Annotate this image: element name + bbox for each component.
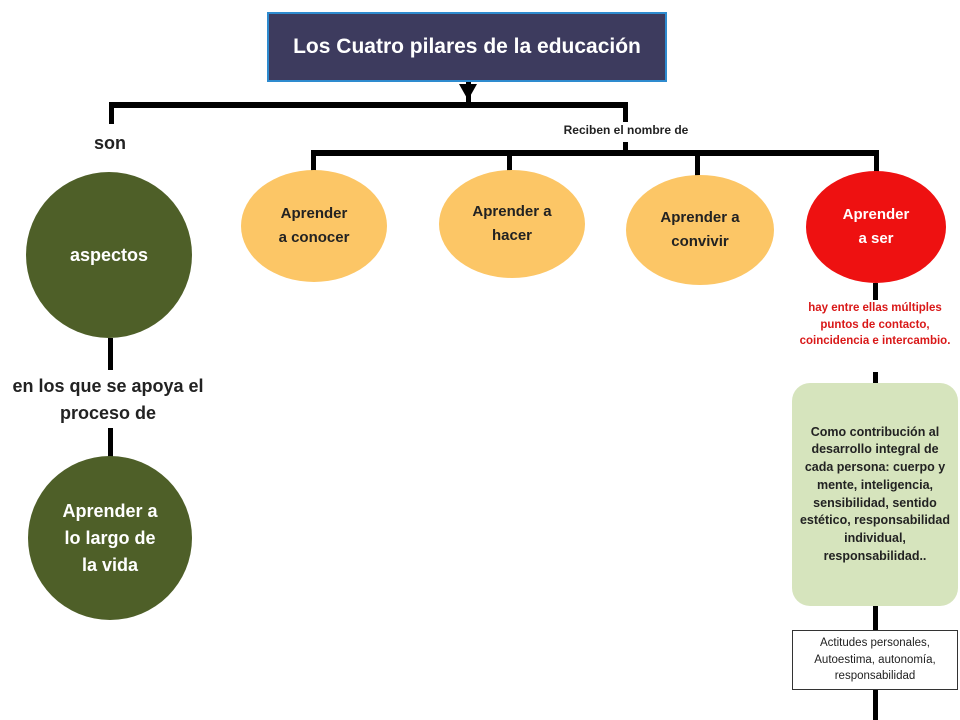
ser-note: hay entre ellas múltiples puntos de cont…: [799, 302, 951, 348]
left-drop-line: [109, 102, 114, 124]
right-drop-line: [623, 102, 628, 122]
left-mid-line: [108, 338, 113, 370]
pillar-text: Aprender a conocer: [278, 205, 350, 246]
pillar-aprender-hacer: Aprender a hacer: [439, 170, 585, 278]
pillar-drop-4: [874, 150, 879, 172]
ser-drop-line-1: [873, 283, 878, 300]
son-label: son: [93, 133, 126, 153]
left-low-line: [108, 428, 113, 458]
aspectos-circle: aspectos: [26, 172, 192, 338]
pillars-branch-line: [311, 150, 879, 156]
pillar-aprender-conocer: Aprender a conocer: [241, 170, 387, 282]
contribution-text: Como contribución al desarrollo integral…: [799, 424, 951, 563]
attitudes-text: Actitudes personales, Autoestima, autono…: [814, 636, 936, 683]
pillar-drop-3: [695, 150, 700, 176]
aprender-vida-circle: Aprender a lo largo de la vida: [28, 456, 192, 620]
title-text: Los Cuatro pilares de la educación: [293, 35, 641, 58]
pillar-aprender-convivir: Aprender a convivir: [626, 175, 774, 285]
reciben-label: Reciben el nombre de: [563, 123, 689, 137]
ser-drop-line-3: [873, 606, 878, 630]
ser-drop-line-2: [873, 372, 878, 383]
pillar-aprender-ser: Aprender a ser: [806, 171, 946, 283]
contribution-box: Como contribución al desarrollo integral…: [792, 383, 958, 606]
aprender-vida-text: Aprender a lo largo de la vida: [62, 500, 158, 575]
aspectos-text: aspectos: [69, 244, 149, 265]
title-box: Los Cuatro pilares de la educación: [267, 12, 667, 82]
reciben-drop-line: [623, 142, 628, 154]
ser-drop-line-4: [873, 690, 878, 720]
pillar-text: Aprender a hacer: [472, 203, 552, 244]
pillar-drop-2: [507, 150, 512, 172]
pillar-text: Aprender a convivir: [660, 209, 740, 250]
top-branch-line: [109, 102, 628, 108]
pillar-text: Aprender a ser: [842, 206, 910, 247]
apoya-label: en los que se apoya el proceso de: [12, 376, 204, 423]
down-arrow-icon: [459, 84, 477, 100]
pillar-drop-1: [311, 150, 316, 172]
attitudes-box: Actitudes personales, Autoestima, autono…: [792, 630, 958, 690]
